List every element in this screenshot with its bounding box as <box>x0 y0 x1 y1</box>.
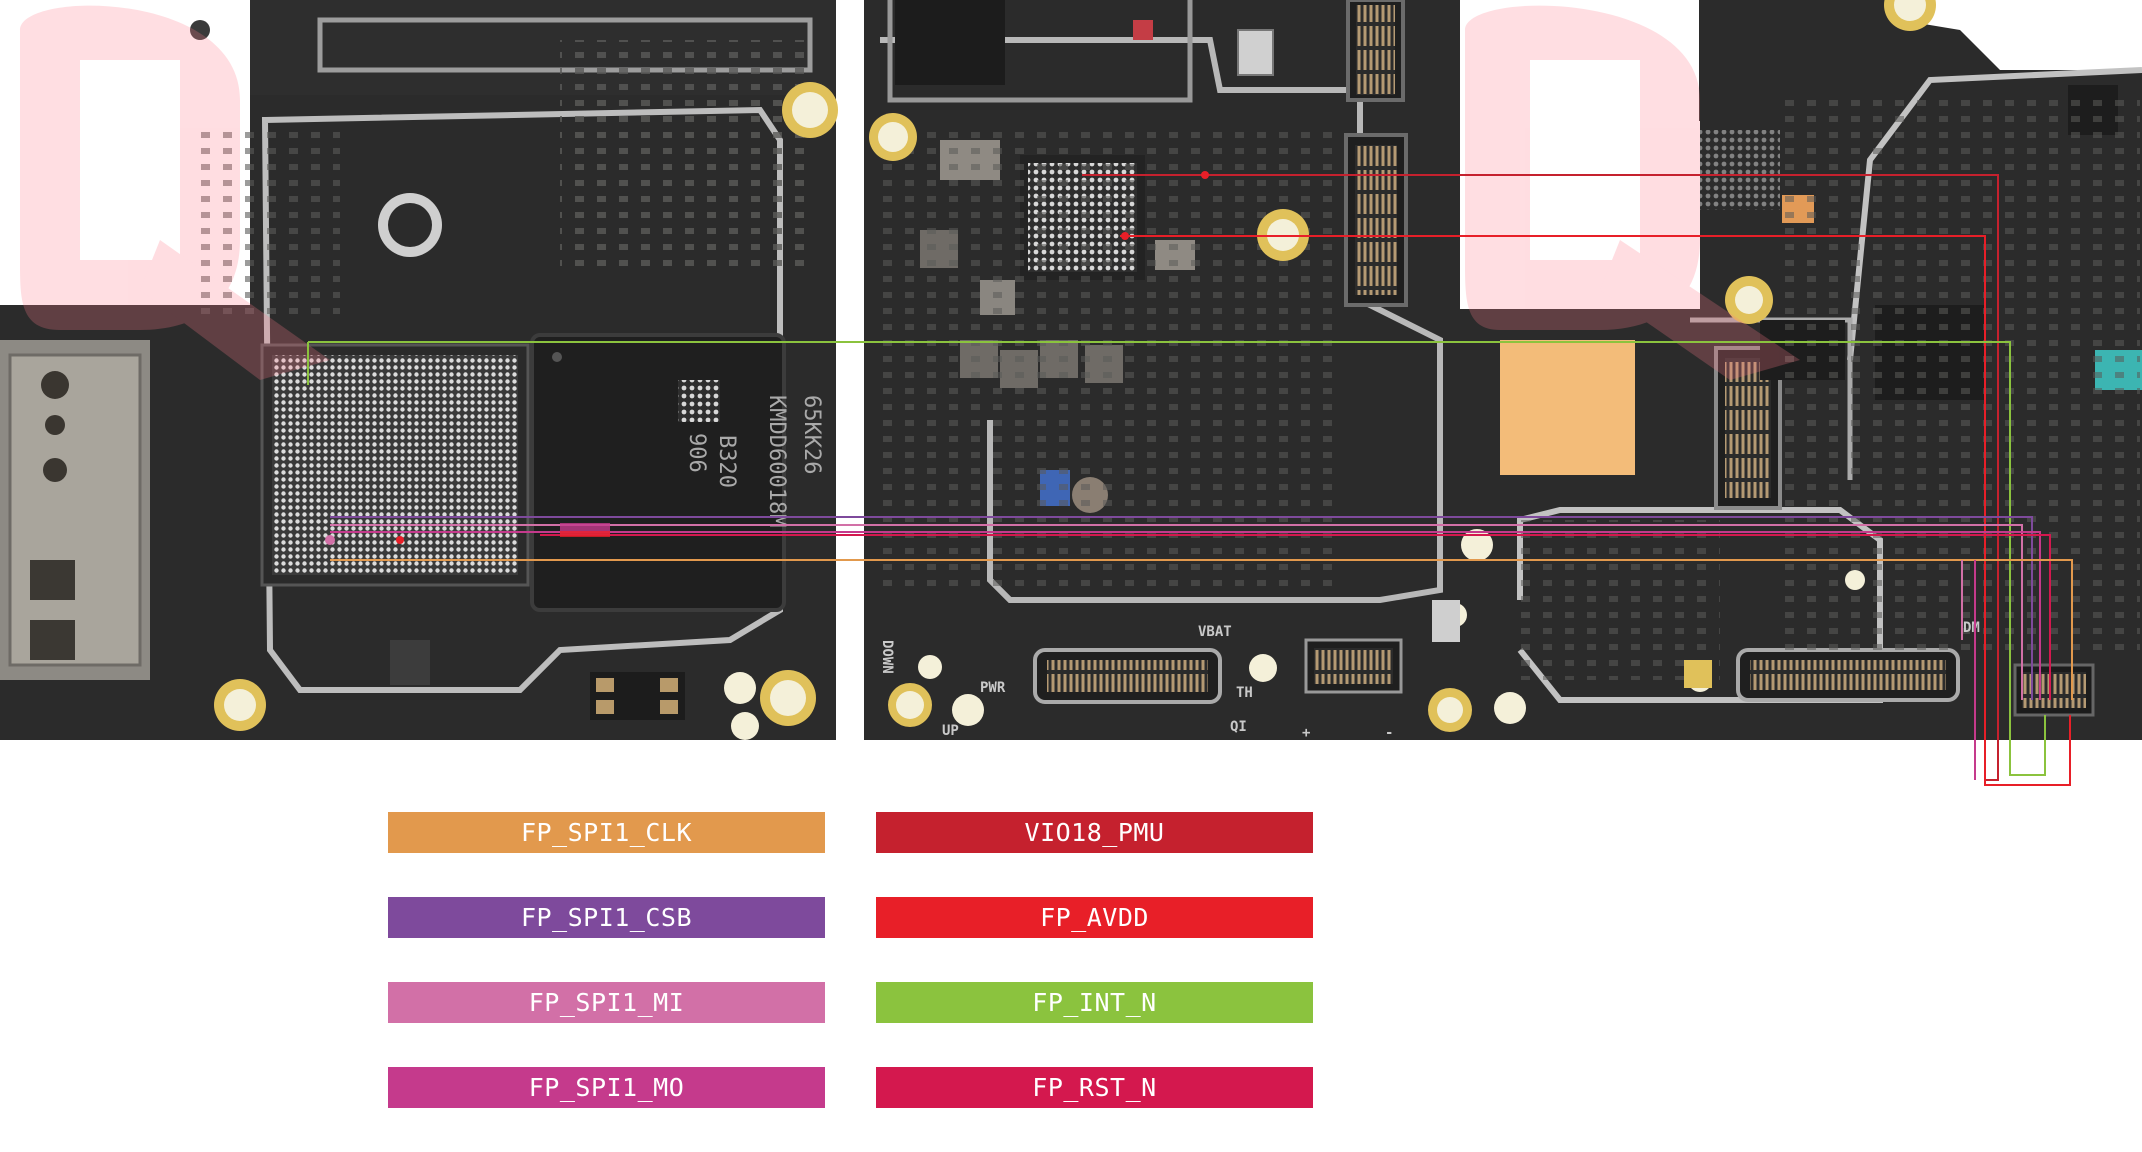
chip-marking-line3: KMDD60018M <box>764 395 789 527</box>
label-plus: + <box>1302 725 1310 741</box>
label-minus: - <box>1385 725 1393 741</box>
watermark-logo-right <box>1465 5 1800 380</box>
trace-fp-avdd <box>1120 235 2071 786</box>
chip-marking-line2: B320 <box>714 435 739 488</box>
left-board: SEC 906 B320 KMDD60018M 65KK26 <box>0 0 838 740</box>
trace-fp-rst-n <box>540 534 2051 700</box>
trace-fp-spi1-csb <box>330 516 2033 700</box>
trace-fp-spi1-clk <box>330 559 2073 700</box>
legend-vio18-pmu: VIO18_PMU <box>876 812 1313 853</box>
right-board: DM <box>1428 0 2142 740</box>
label-vbat: VBAT <box>1198 624 1232 640</box>
legend-fp-spi1-clk: FP_SPI1_CLK <box>388 812 825 853</box>
legend-fp-spi1-mi: FP_SPI1_MI <box>388 982 825 1023</box>
watermark-logo-left <box>20 5 330 380</box>
chip-marking-line4: 65KK26 <box>799 395 824 474</box>
trace-fp-spi1-mo <box>330 531 2041 700</box>
legend-fp-rst-n: FP_RST_N <box>876 1067 1313 1108</box>
trace-fp-spi1-mi <box>330 524 2023 700</box>
label-pwr: PWR <box>980 680 1006 696</box>
label-down: DOWN <box>879 640 895 674</box>
signal-traces <box>307 171 2073 786</box>
legend-fp-spi1-mo: FP_SPI1_MO <box>388 1067 825 1108</box>
label-th: TH <box>1236 685 1253 701</box>
legend-fp-int-n: FP_INT_N <box>876 982 1313 1023</box>
legend-fp-avdd: FP_AVDD <box>876 897 1313 938</box>
label-up: UP <box>942 723 959 739</box>
trace-vio18-pmu <box>1082 174 1999 781</box>
middle-board: VBAT PWR UP TH QI + - DOWN <box>864 0 1460 741</box>
legend-fp-spi1-csb: FP_SPI1_CSB <box>388 897 825 938</box>
label-qi: QI <box>1230 719 1247 735</box>
trace-fp-int-n <box>308 341 2046 776</box>
label-dm: DM <box>1963 620 1980 636</box>
